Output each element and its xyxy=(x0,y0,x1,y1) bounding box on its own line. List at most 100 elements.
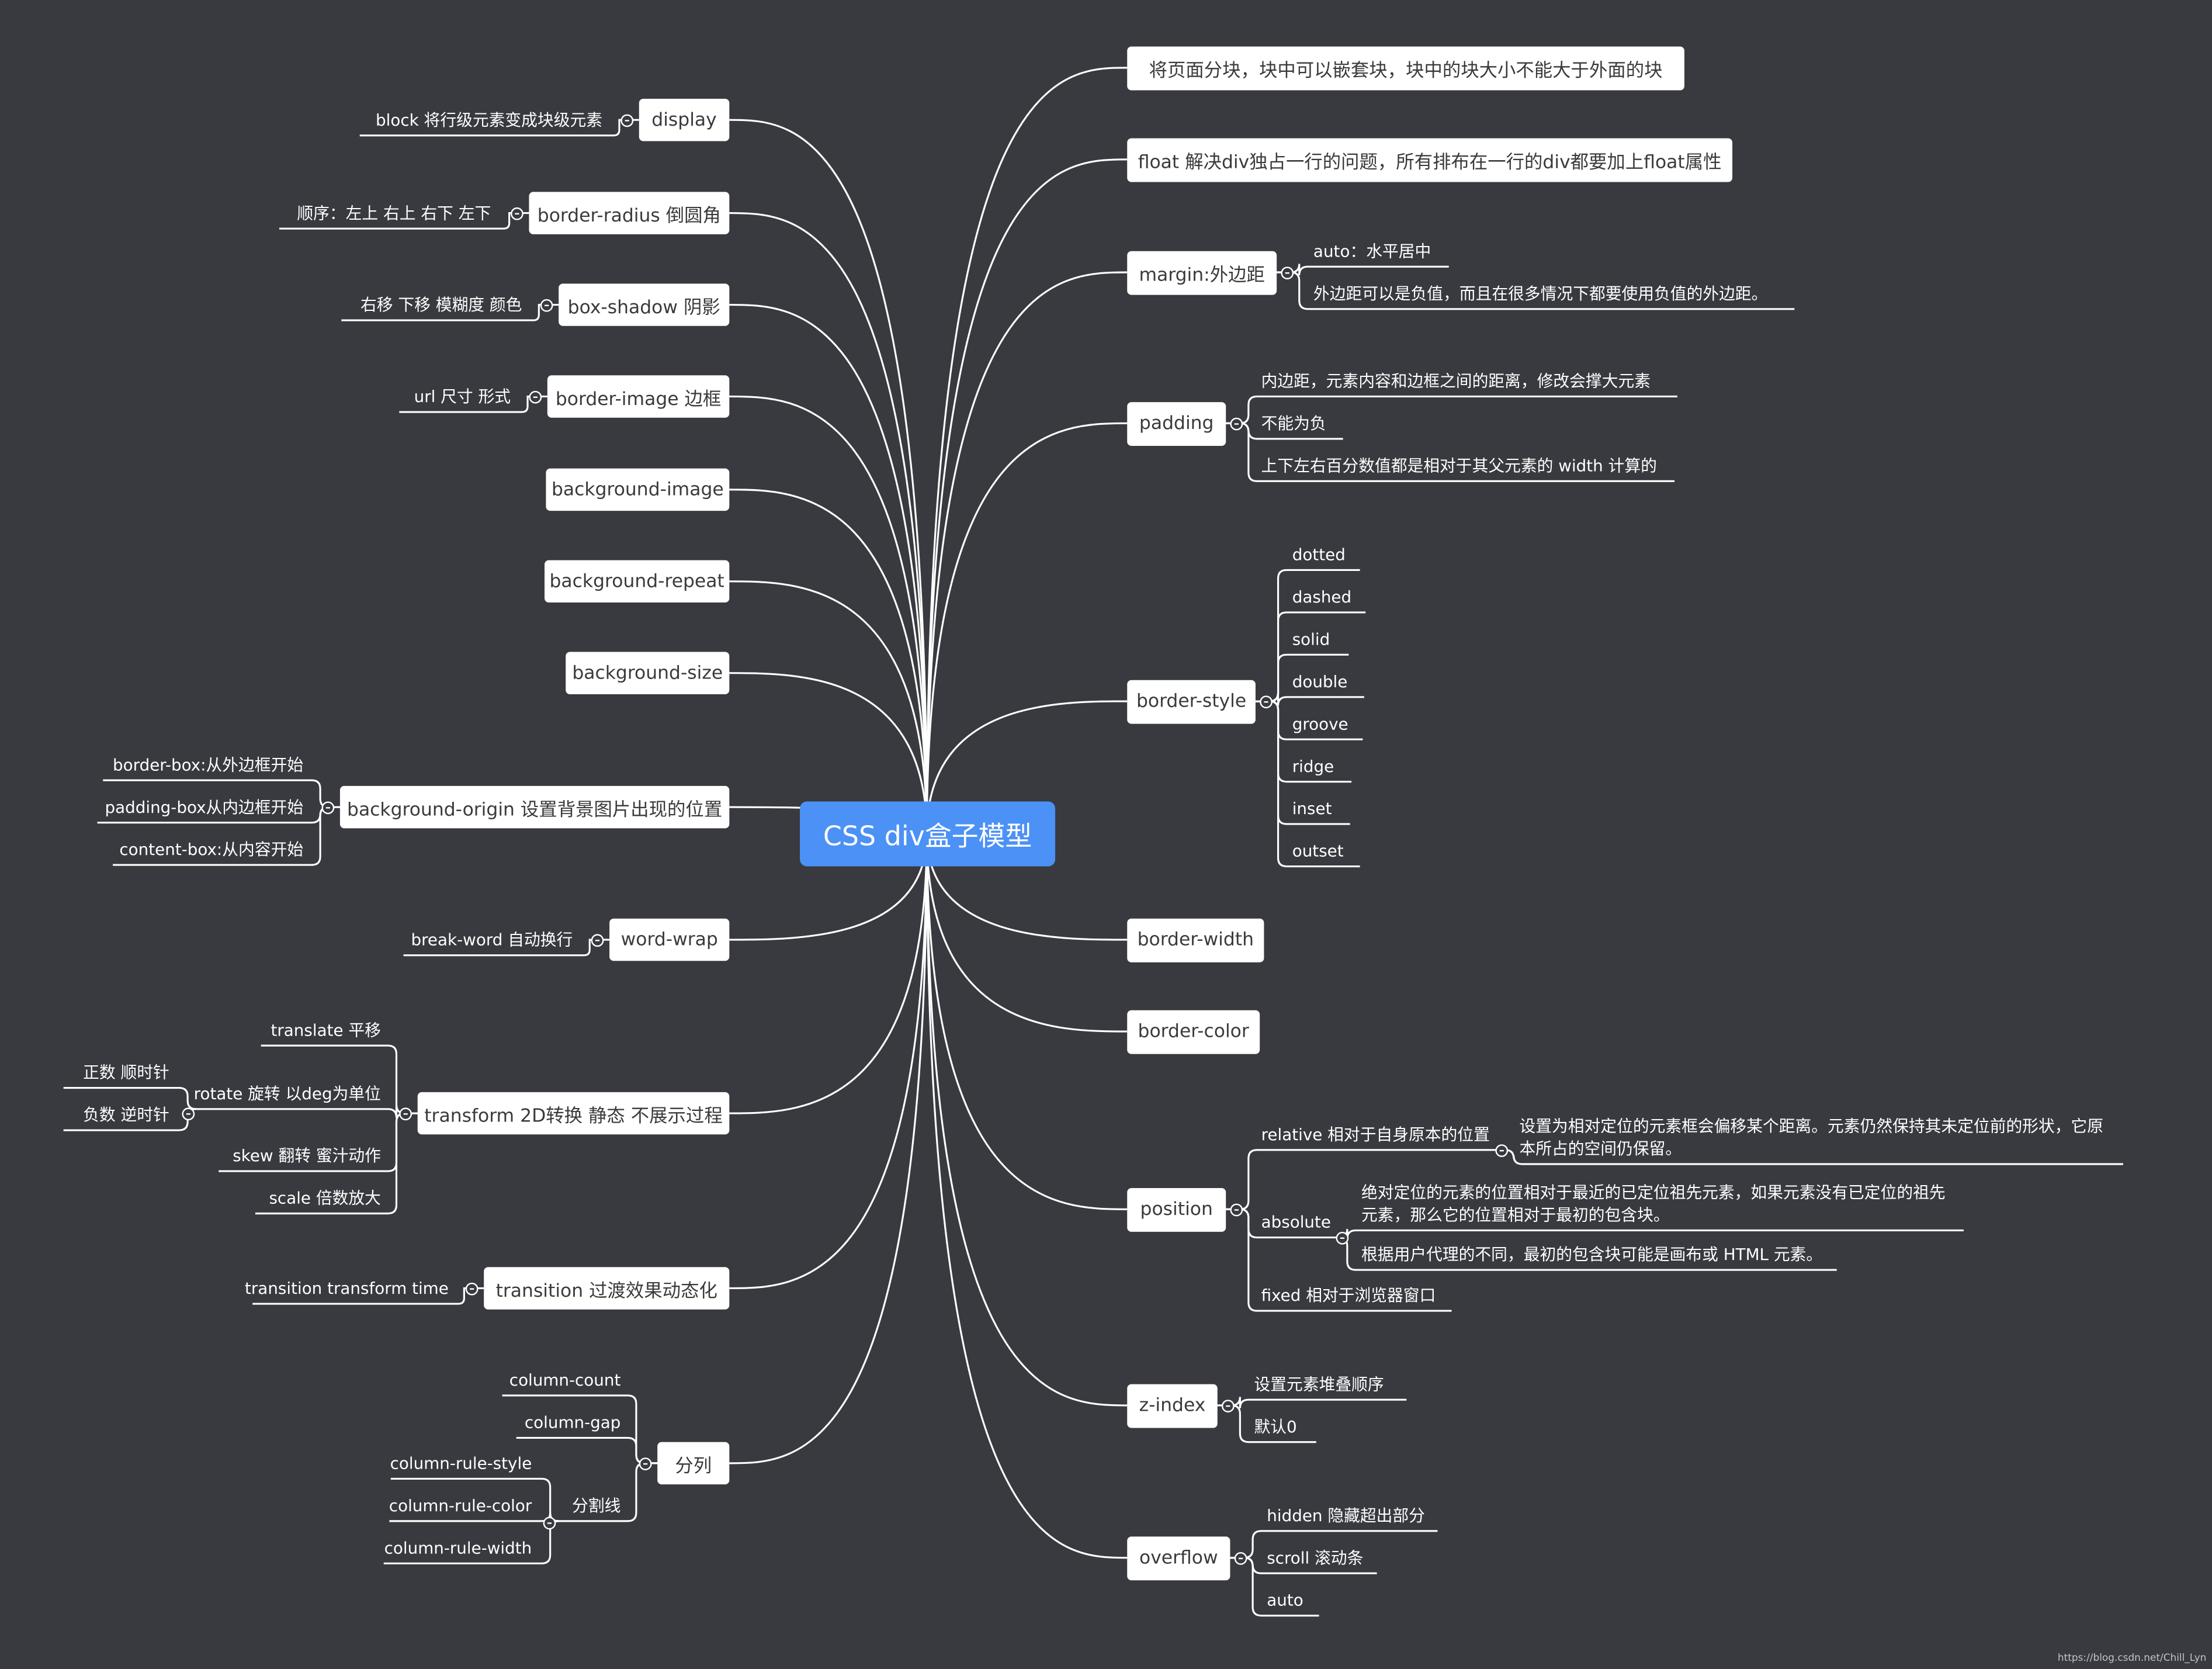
leaf-margin-auto: auto：水平居中 xyxy=(1313,241,1431,261)
leaf-display-block: block 将行级元素变成块级元素 xyxy=(376,110,603,130)
collapse-toggle-icon[interactable] xyxy=(591,934,604,947)
leaf-column-rule-style: column-rule-style xyxy=(390,1453,532,1473)
node-display[interactable]: display xyxy=(639,99,730,141)
node-background-origin[interactable]: background-origin 设置背景图片出现的位置 xyxy=(339,785,730,829)
connector-line xyxy=(1217,1404,1316,1443)
node-columns[interactable]: 分列 xyxy=(657,1442,730,1485)
node-float[interactable]: float 解决div独占一行的问题，所有排布在一行的div都要加上float属… xyxy=(1127,138,1733,182)
collapse-toggle-icon[interactable] xyxy=(1336,1231,1349,1245)
leaf-border-outset: outset xyxy=(1292,841,1344,861)
collapse-toggle-icon[interactable] xyxy=(399,1107,412,1121)
collapse-toggle-icon[interactable] xyxy=(543,1516,556,1530)
leaf-column-count: column-count xyxy=(509,1370,621,1390)
node-transition[interactable]: transition 过渡效果动态化 xyxy=(484,1267,730,1310)
leaf-padding-nonneg: 不能为负 xyxy=(1261,413,1326,434)
leaf-border-solid: solid xyxy=(1292,629,1330,649)
node-background-repeat[interactable]: background-repeat xyxy=(545,560,730,603)
node-background-size[interactable]: background-size xyxy=(566,652,730,694)
node-border-style[interactable]: border-style xyxy=(1127,680,1256,724)
leaf-border-dashed: dashed xyxy=(1292,587,1352,607)
leaf-rotate-negative: 负数 逆时针 xyxy=(83,1104,169,1125)
leaf-absolute-containing-block: 根据用户代理的不同，最初的包含块可能是画布或 HTML 元素。 xyxy=(1361,1244,1823,1265)
connector-line xyxy=(403,939,610,957)
leaf-border-radius-order: 顺序：左上 右上 右下 左下 xyxy=(297,203,491,223)
connector-line xyxy=(925,833,1128,1407)
connector-line xyxy=(729,489,928,834)
connector-line xyxy=(399,395,547,413)
node-overflow[interactable]: overflow xyxy=(1127,1536,1230,1581)
node-position[interactable]: position xyxy=(1127,1188,1226,1232)
leaf-border-double: double xyxy=(1292,671,1348,692)
leaf-border-groove: groove xyxy=(1292,714,1348,734)
collapse-toggle-icon[interactable] xyxy=(182,1107,195,1121)
watermark: https://blog.csdn.net/Chill_Lyn xyxy=(2057,1652,2207,1664)
leaf-column-rule-width: column-rule-width xyxy=(384,1538,532,1558)
connector-line xyxy=(729,833,928,1290)
collapse-toggle-icon[interactable] xyxy=(620,114,634,127)
root-node[interactable]: CSS div盒子模型 xyxy=(800,801,1056,867)
leaf-absolute-desc: 绝对定位的元素的位置相对于最近的已定位祖先元素，如果元素没有已定位的祖先元素，那… xyxy=(1361,1182,1946,1225)
collapse-toggle-icon[interactable] xyxy=(540,299,553,312)
leaf-position-absolute: absolute xyxy=(1261,1212,1332,1232)
leaf-word-wrap-break: break-word 自动换行 xyxy=(411,930,573,950)
node-padding[interactable]: padding xyxy=(1127,402,1226,446)
node-border-width[interactable]: border-width xyxy=(1127,918,1264,962)
collapse-toggle-icon[interactable] xyxy=(1230,1203,1243,1217)
connector-line xyxy=(729,395,928,834)
leaf-origin-content-box: content-box:从内容开始 xyxy=(119,839,304,860)
connector-line xyxy=(341,303,559,321)
collapse-toggle-icon[interactable] xyxy=(511,207,523,220)
connector-line xyxy=(1255,700,1360,868)
connector-line xyxy=(729,833,928,1464)
leaf-z-index-default: 默认0 xyxy=(1254,1417,1297,1437)
connector-line xyxy=(925,833,1128,1210)
node-transform[interactable]: transform 2D转换 静态 不展示过程 xyxy=(417,1092,730,1135)
leaf-rotate-positive: 正数 顺时针 xyxy=(83,1062,169,1082)
collapse-toggle-icon[interactable] xyxy=(1260,695,1273,709)
leaf-border-dotted: dotted xyxy=(1292,545,1346,565)
node-border-image[interactable]: border-image 边框 xyxy=(547,375,730,418)
collapse-toggle-icon[interactable] xyxy=(1281,266,1294,280)
connector-line xyxy=(729,672,928,834)
collapse-toggle-icon[interactable] xyxy=(465,1282,479,1296)
leaf-box-shadow-params: 右移 下移 模糊度 颜色 xyxy=(360,295,522,315)
leaf-margin-negative: 外边距可以是负值，而且在很多情况下都要使用负值的外边距。 xyxy=(1313,283,1768,304)
connector-line xyxy=(729,833,928,1114)
collapse-toggle-icon[interactable] xyxy=(529,390,542,404)
node-border-color[interactable]: border-color xyxy=(1127,1010,1260,1054)
collapse-toggle-icon[interactable] xyxy=(639,1457,652,1470)
node-box-shadow[interactable]: box-shadow 阴影 xyxy=(559,283,730,326)
collapse-toggle-icon[interactable] xyxy=(321,801,335,815)
connector-line xyxy=(925,833,1128,1559)
leaf-position-relative: relative 相对于自身原本的位置 xyxy=(1261,1124,1490,1145)
collapse-toggle-icon[interactable] xyxy=(1221,1400,1235,1412)
connector-line xyxy=(1230,1557,1319,1617)
node-z-index[interactable]: z-index xyxy=(1127,1384,1218,1428)
connector-line xyxy=(359,119,639,137)
connector-line xyxy=(925,700,1128,834)
leaf-padding-def: 内边距，元素内容和边框之间的距离，修改会撑大元素 xyxy=(1261,371,1651,391)
collapse-toggle-icon[interactable] xyxy=(1230,417,1243,431)
node-page-blocks[interactable]: 将页面分块，块中可以嵌套块，块中的块大小不能大于外面的块 xyxy=(1127,46,1684,91)
connector-line xyxy=(729,303,928,834)
leaf-overflow-hidden: hidden 隐藏超出部分 xyxy=(1267,1505,1425,1526)
leaf-transform-translate: translate 平移 xyxy=(271,1020,381,1040)
connector-line xyxy=(1499,1149,2123,1165)
leaf-transform-rotate: rotate 旋转 以deg为单位 xyxy=(193,1083,381,1104)
collapse-toggle-icon[interactable] xyxy=(1495,1144,1509,1157)
node-word-wrap[interactable]: word-wrap xyxy=(609,918,730,961)
connector-line xyxy=(925,422,1128,834)
connector-line xyxy=(1277,271,1795,310)
node-background-image[interactable]: background-image xyxy=(546,468,730,511)
leaf-z-index-order: 设置元素堆叠顺序 xyxy=(1254,1374,1384,1394)
node-margin[interactable]: margin:外边距 xyxy=(1127,251,1277,295)
connector-line xyxy=(1226,422,1675,482)
connector-line xyxy=(925,67,1128,834)
collapse-toggle-icon[interactable] xyxy=(1234,1552,1247,1565)
connector-line xyxy=(1226,1208,1452,1312)
node-border-radius[interactable]: border-radius 倒圆角 xyxy=(529,192,730,234)
connector-line xyxy=(729,119,928,834)
connector-line xyxy=(925,271,1128,834)
connector-line xyxy=(925,158,1128,834)
